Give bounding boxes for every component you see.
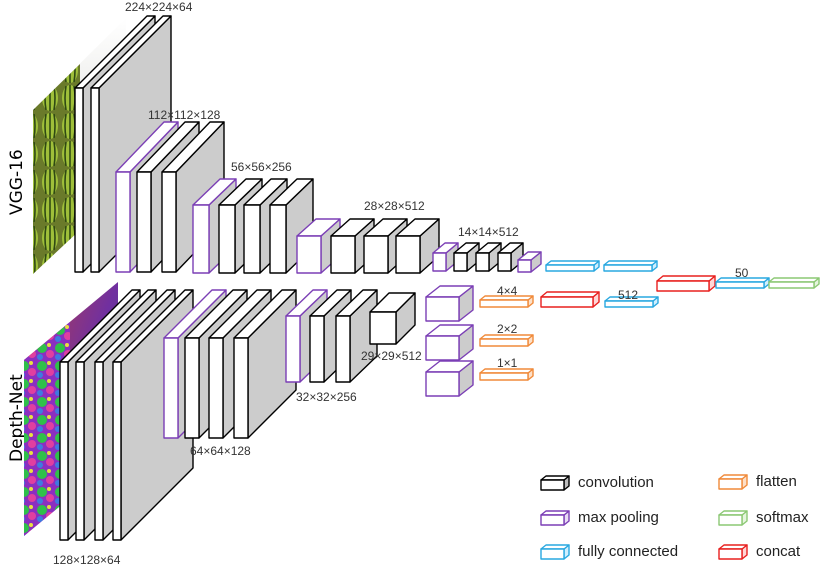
legend-label: convolution — [578, 473, 654, 491]
swatch-shape — [718, 474, 748, 490]
softmax-block — [768, 277, 820, 289]
vgg-fc-label: 50 — [735, 266, 749, 280]
vgg-fc-block — [545, 260, 600, 272]
depth-fc-label: 512 — [618, 288, 638, 302]
depth-conv-block — [233, 289, 297, 439]
flatten-label-1x1: 1×1 — [497, 356, 518, 370]
vgg-conv-block — [475, 242, 502, 272]
legend-label: flatten — [756, 472, 797, 490]
concat-swatch-icon — [718, 544, 748, 560]
vgg-fc-block — [603, 260, 658, 272]
vgg-dim-label-2: 112×112×128 — [148, 108, 221, 122]
depth-pool-block — [425, 324, 474, 361]
legend-label: softmax — [756, 508, 809, 526]
layer-blocks — [59, 15, 820, 541]
legend-label: concat — [756, 542, 801, 560]
swatch-shape — [540, 475, 570, 491]
depth-pool-block — [425, 360, 474, 397]
max-pooling-swatch-icon — [540, 510, 570, 526]
fc-block-50 — [715, 277, 770, 289]
concat-block — [540, 291, 600, 308]
legend-label: fully connected — [578, 542, 679, 560]
vgg-pool-block — [517, 251, 542, 273]
depth-dim-label-2: 64×64×128 — [190, 444, 251, 458]
vgg-pool-block — [432, 242, 459, 272]
depth-dim-label-1: 128×128×64 — [53, 553, 121, 566]
vgg-dim-label-4: 28×28×512 — [364, 199, 425, 213]
legend: convolution max pooling fully connected … — [538, 470, 820, 566]
swatch-shape — [718, 510, 748, 526]
vgg-conv-block — [395, 218, 440, 274]
legend-item-flatten: flatten — [716, 471, 797, 491]
depth-pool-block — [425, 285, 474, 322]
legend-item-softmax: softmax — [716, 507, 809, 527]
depth-dim-label-3: 32×32×256 — [296, 390, 357, 404]
softmax-swatch-icon — [718, 510, 748, 526]
legend-item-concat: concat — [716, 541, 800, 561]
depth-fc-block — [604, 296, 659, 308]
flatten-block — [479, 334, 534, 347]
vgg-conv-block — [497, 242, 524, 272]
flatten-block — [479, 295, 534, 308]
depth-dim-label-4: 29×29×512 — [361, 349, 422, 363]
swatch-shape — [540, 544, 570, 560]
concat-block — [656, 275, 716, 292]
convolution-swatch-icon — [540, 475, 570, 491]
vgg-dim-label-3: 56×56×256 — [231, 160, 292, 174]
flatten-label-2x2: 2×2 — [497, 322, 518, 336]
flatten-block — [479, 368, 534, 381]
swatch-shape — [718, 544, 748, 560]
flatten-swatch-icon — [718, 474, 748, 490]
depthnet-row-label: Depth-Net — [7, 374, 27, 462]
vgg-dim-label-5: 14×14×512 — [458, 225, 519, 239]
vgg16-row-label: VGG-16 — [7, 149, 27, 215]
legend-label: max pooling — [578, 508, 659, 526]
depth-conv-block — [335, 289, 378, 383]
flatten-label-4x4: 4×4 — [497, 284, 518, 298]
vgg-conv-block — [453, 242, 480, 272]
legend-item-max-pooling: max pooling — [538, 507, 659, 527]
vgg-dim-label-1: 224×224×64 — [125, 0, 193, 14]
fully-connected-swatch-icon — [540, 544, 570, 560]
legend-item-fully-connected: fully connected — [538, 541, 678, 561]
depth-conv-block — [369, 292, 416, 345]
swatch-shape — [540, 510, 570, 526]
legend-item-convolution: convolution — [538, 472, 654, 492]
